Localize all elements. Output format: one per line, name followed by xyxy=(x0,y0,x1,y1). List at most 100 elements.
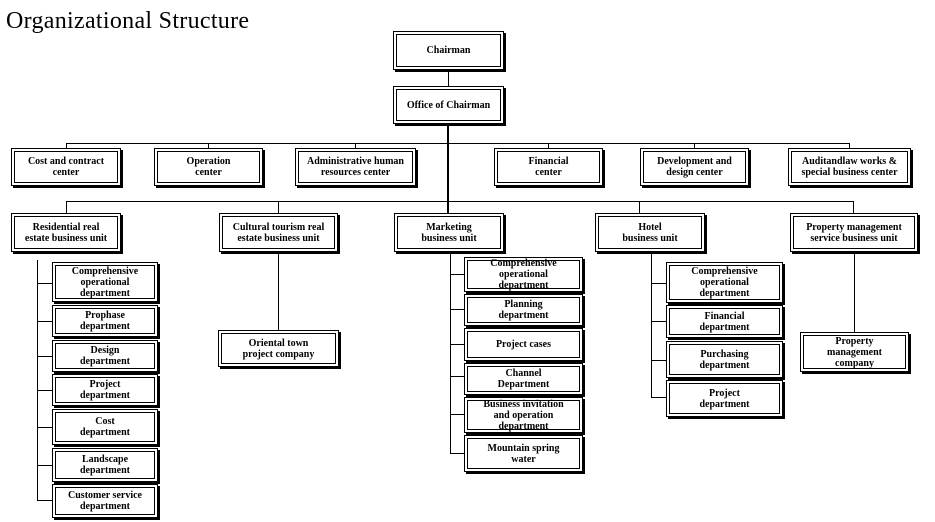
connector-centers-bus xyxy=(66,143,850,144)
center-box: Operation center xyxy=(154,148,263,186)
department-label: Business invitation and operation depart… xyxy=(483,398,564,432)
center-label: Operation center xyxy=(186,156,231,178)
connector-residential-3 xyxy=(37,356,52,357)
connector-center-6 xyxy=(849,143,850,148)
connector-hotel-1 xyxy=(651,283,666,284)
connector-cultural xyxy=(278,252,279,330)
department-box: Project department xyxy=(666,380,783,417)
department-label: Customer service department xyxy=(68,490,142,512)
department-label: Comprehensive operational department xyxy=(490,258,557,291)
connector-residential-6 xyxy=(37,465,52,466)
business-unit-box: Cultural tourism real estate business un… xyxy=(219,213,338,252)
department-box: Purchasing department xyxy=(666,341,783,378)
business-unit-box: Property management service business uni… xyxy=(790,213,918,252)
connector-residential-7 xyxy=(37,500,52,501)
department-box: Planning department xyxy=(464,294,583,326)
department-box: Project cases xyxy=(464,328,583,361)
department-label: Mountain spring water xyxy=(487,442,560,465)
department-box: Customer service department xyxy=(52,484,158,518)
office-of-chairman-box: Office of Chairman xyxy=(393,86,504,124)
department-box: Comprehensive operational department xyxy=(52,262,158,302)
connector-center-2 xyxy=(208,143,209,148)
connector-marketing-4 xyxy=(450,376,464,377)
connector-marketing-6 xyxy=(450,453,464,454)
connector-hotel-2 xyxy=(651,321,666,322)
department-box: Financial department xyxy=(666,305,783,338)
department-label: Cost department xyxy=(80,416,130,438)
unit-label: Cultural tourism real estate business un… xyxy=(232,221,325,244)
department-label: Comprehensive operational department xyxy=(71,265,139,299)
department-box: Property management company xyxy=(800,332,909,372)
connector-chairman-office xyxy=(448,70,449,86)
department-label: Design department xyxy=(80,345,130,367)
connector-center-1 xyxy=(66,143,67,148)
center-box: Financial center xyxy=(494,148,603,186)
department-label: Project cases xyxy=(495,339,552,350)
department-box: Landscape department xyxy=(52,448,158,482)
center-box: Cost and contract center xyxy=(11,148,121,186)
connector-marketing-5 xyxy=(450,414,464,415)
connector-residential-5 xyxy=(37,427,52,428)
connector-units-bus xyxy=(66,201,853,202)
center-label: Development and design center xyxy=(657,156,732,178)
connector-marketing-3 xyxy=(450,344,464,345)
department-label: Purchasing department xyxy=(699,348,750,371)
department-box: Prophase department xyxy=(52,305,158,337)
connector-unit-5 xyxy=(853,201,854,213)
connector-main-trunk xyxy=(447,124,449,214)
connector-unit-4 xyxy=(639,201,640,213)
department-box: Design department xyxy=(52,340,158,372)
connector-marketing-spine xyxy=(450,252,451,454)
department-box: Oriental town project company xyxy=(218,330,339,367)
department-label: Oriental town project company xyxy=(242,337,315,360)
center-box: Development and design center xyxy=(640,148,749,186)
department-label: Channel Department xyxy=(497,368,550,390)
unit-label: Hotel business unit xyxy=(622,221,678,244)
department-box: Channel Department xyxy=(464,363,583,395)
chairman-box: Chairman xyxy=(393,31,504,70)
department-label: Comprehensive operational department xyxy=(691,266,758,299)
center-box: Auditandlaw works & special business cen… xyxy=(788,148,911,186)
connector-hotel-4 xyxy=(651,397,666,398)
center-label: Administrative human resources center xyxy=(307,156,404,178)
connector-residential-1 xyxy=(37,283,52,284)
office-label: Office of Chairman xyxy=(406,99,491,111)
department-box: Comprehensive operational department xyxy=(666,262,783,303)
connector-hotel-spine xyxy=(651,252,652,398)
department-label: Project department xyxy=(80,379,130,401)
department-box: Project department xyxy=(52,374,158,406)
department-box: Comprehensive operational department xyxy=(464,257,583,292)
connector-unit-2 xyxy=(278,201,279,213)
unit-label: Marketing business unit xyxy=(421,221,477,244)
department-box: Mountain spring water xyxy=(464,435,583,472)
connector-unit-1 xyxy=(66,201,67,213)
connector-center-3 xyxy=(355,143,356,148)
unit-label: Property management service business uni… xyxy=(806,221,902,244)
department-label: Planning department xyxy=(498,299,549,321)
connector-residential-4 xyxy=(37,390,52,391)
business-unit-box: Marketing business unit xyxy=(394,213,504,252)
department-label: Financial department xyxy=(699,310,750,333)
chart-title: Organizational Structure xyxy=(6,8,250,34)
department-box: Business invitation and operation depart… xyxy=(464,397,583,433)
connector-residential-2 xyxy=(37,321,52,322)
connector-center-5 xyxy=(694,143,695,148)
department-label: Prophase department xyxy=(80,310,130,332)
center-label: Financial center xyxy=(528,156,569,178)
connector-hotel-3 xyxy=(651,360,666,361)
connector-marketing-2 xyxy=(450,309,464,310)
business-unit-box: Residential real estate business unit xyxy=(11,213,121,252)
department-label: Project department xyxy=(699,387,750,410)
connector-center-4 xyxy=(548,143,549,148)
connector-marketing-1 xyxy=(450,274,464,275)
center-label: Cost and contract center xyxy=(27,156,105,178)
connector-residential-spine xyxy=(37,260,38,501)
connector-property xyxy=(854,252,855,332)
business-unit-box: Hotel business unit xyxy=(595,213,705,252)
unit-label: Residential real estate business unit xyxy=(24,221,108,244)
department-label: Landscape department xyxy=(80,454,130,476)
center-label: Auditandlaw works & special business cen… xyxy=(801,156,898,178)
chairman-label: Chairman xyxy=(426,45,471,56)
department-label: Property management company xyxy=(827,335,882,369)
